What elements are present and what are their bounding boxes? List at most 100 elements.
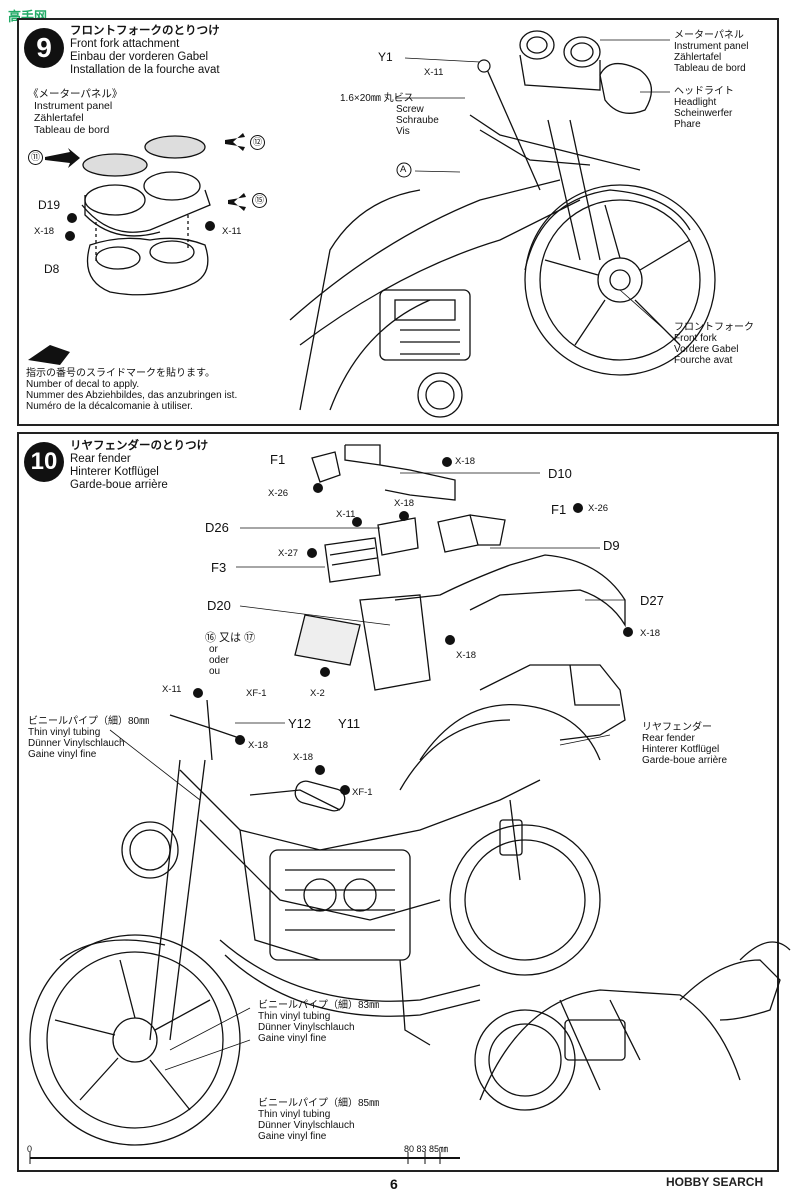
step10-title-fr: Garde-boue arrière	[70, 479, 168, 491]
step9-number: 9	[24, 28, 64, 68]
screw-label: 1.6×20㎜ 丸ビス Screw Schraube Vis	[340, 93, 439, 137]
decal-or-main: ⑯ 又は ⑰	[205, 632, 256, 644]
tube83-en: Thin vinyl tubing	[258, 1011, 331, 1022]
part-xf1a: XF-1	[246, 688, 267, 699]
part-x11-s9b: X-11	[424, 67, 444, 78]
note-jp: 指示の番号のスライドマークを貼ります。	[26, 368, 215, 379]
note-en: Number of decal to apply.	[26, 379, 140, 390]
step9-subtitle: 《メーターパネル》 Instrument panel Zählertafel T…	[28, 88, 122, 136]
step10-title-en: Rear fender	[70, 453, 131, 465]
screw-jp: 1.6×20㎜ 丸ビス	[340, 93, 414, 104]
part-x11b: X-11	[162, 684, 182, 695]
part-d19: D19	[38, 198, 61, 212]
part-xf1b: XF-1	[352, 787, 373, 798]
fork-label: フロントフォーク Front fork Vordere Gabel Fourch…	[674, 322, 754, 366]
tube83-jp: ビニールパイプ（細）83㎜	[258, 1000, 380, 1011]
part-y1: Y1	[378, 50, 393, 64]
decal-15: ⑮	[252, 193, 267, 208]
tube85-label: ビニールパイプ（細）85㎜ Thin vinyl tubing Dünner V…	[258, 1098, 379, 1142]
screw-de: Schraube	[396, 115, 439, 126]
note-fr: Numéro de la décalcomanie à utiliser.	[26, 401, 193, 412]
meter-fr: Tableau de bord	[674, 63, 746, 74]
part-x18f: X-18	[293, 752, 314, 763]
note-de: Nummer des Abziehbildes, das anzubringen…	[26, 390, 238, 401]
fender-jp: リヤフェンダー	[642, 722, 712, 733]
part-f3: F3	[211, 560, 227, 575]
part-d27: D27	[640, 593, 664, 608]
step9-panel	[17, 18, 779, 426]
step9-sub-en: Instrument panel	[34, 100, 113, 112]
decal-11-circle: ⑪	[28, 150, 43, 165]
screw-fr: Vis	[396, 126, 410, 137]
tube83-label: ビニールパイプ（細）83㎜ Thin vinyl tubing Dünner V…	[258, 1000, 379, 1044]
ruler-zero: 0	[27, 1144, 33, 1154]
part-x18b: X-18	[394, 498, 415, 509]
headlight-label: ヘッドライト Headlight Scheinwerfer Phare	[674, 86, 734, 130]
part-d26: D26	[205, 520, 229, 535]
head-de: Scheinwerfer	[674, 108, 733, 119]
part-x2: X-2	[310, 688, 325, 699]
tube83-de: Dünner Vinylschlauch	[258, 1022, 355, 1033]
part-y12: Y12	[288, 716, 312, 731]
decal-note: 指示の番号のスライドマークを貼ります。 Number of decal to a…	[26, 368, 237, 412]
brand-logo: HOBBY SEARCH	[666, 1175, 764, 1189]
screw-en: Screw	[396, 104, 424, 115]
step10-panel	[17, 432, 779, 1172]
step9-title-en: Front fork attachment	[70, 38, 180, 50]
part-d10: D10	[548, 466, 572, 481]
decal-or-de: oder	[209, 655, 230, 666]
part-x18c: X-18	[640, 628, 661, 639]
decal-or-en: or	[209, 644, 218, 655]
part-x18e: X-18	[248, 740, 269, 751]
fork-fr: Fourche avat	[674, 355, 733, 366]
meter-de: Zählertafel	[674, 52, 722, 63]
decal-11: ⑪	[28, 150, 43, 165]
step10-title-jp: リヤフェンダーのとりつけ	[70, 440, 209, 452]
tube85-jp: ビニールパイプ（細）85㎜	[258, 1098, 380, 1109]
part-y11: Y11	[338, 716, 361, 731]
decal-or-note: ⑯ 又は ⑰ or oder ou	[205, 632, 256, 678]
tube85-en: Thin vinyl tubing	[258, 1109, 331, 1120]
part-x11-s9a: X-11	[222, 226, 242, 237]
part-x18-s9: X-18	[34, 226, 55, 237]
part-d9: D9	[603, 538, 620, 553]
head-jp: ヘッドライト	[674, 86, 734, 97]
step9-sub-fr: Tableau de bord	[34, 124, 110, 136]
meter-en: Instrument panel	[674, 41, 749, 52]
step9-title-fr: Installation de la fourche avat	[70, 64, 220, 76]
step10-number: 10	[24, 442, 64, 482]
part-d20: D20	[207, 598, 231, 613]
meter-label: メーターパネル Instrument panel Zählertafel Tab…	[674, 30, 749, 74]
part-x26b: X-26	[588, 503, 609, 514]
part-f1a: F1	[270, 452, 286, 467]
part-d8: D8	[44, 262, 60, 276]
head-fr: Phare	[674, 119, 701, 130]
step10-title-de: Hinterer Kotflügel	[70, 466, 159, 478]
tube80-jp: ビニールパイプ（細）80㎜	[28, 716, 150, 727]
part-x18d: X-18	[456, 650, 477, 661]
tube80-label: ビニールパイプ（細）80㎜ Thin vinyl tubing Dünner V…	[28, 716, 149, 760]
part-x18a: X-18	[455, 456, 476, 467]
step9-title-de: Einbau der vorderen Gabel	[70, 51, 209, 63]
fender-label: リヤフェンダー Rear fender Hinterer Kotflügel G…	[642, 722, 727, 766]
ruler-marks: 80 83 85㎜	[404, 1144, 449, 1154]
fender-de: Hinterer Kotflügel	[642, 744, 720, 755]
tube85-de: Dünner Vinylschlauch	[258, 1120, 355, 1131]
fender-en: Rear fender	[642, 733, 695, 744]
meter-jp: メーターパネル	[674, 30, 744, 41]
part-x27: X-27	[278, 548, 299, 559]
step9-title: フロントフォークのとりつけ Front fork attachment Einb…	[70, 25, 220, 77]
fork-jp: フロントフォーク	[674, 322, 754, 333]
fender-fr: Garde-boue arrière	[642, 755, 728, 766]
tube83-fr: Gaine vinyl fine	[258, 1033, 327, 1044]
step10-title: リヤフェンダーのとりつけ Rear fender Hinterer Kotflü…	[70, 440, 208, 492]
decal-12: ⑫	[250, 135, 265, 150]
tube80-de: Dünner Vinylschlauch	[28, 738, 125, 749]
page-number: 6	[390, 1176, 398, 1192]
decal-15-circle: ⑮	[252, 193, 267, 208]
fork-en: Front fork	[674, 333, 717, 344]
tube80-en: Thin vinyl tubing	[28, 727, 101, 738]
step9-title-jp: フロントフォークのとりつけ	[70, 25, 220, 37]
